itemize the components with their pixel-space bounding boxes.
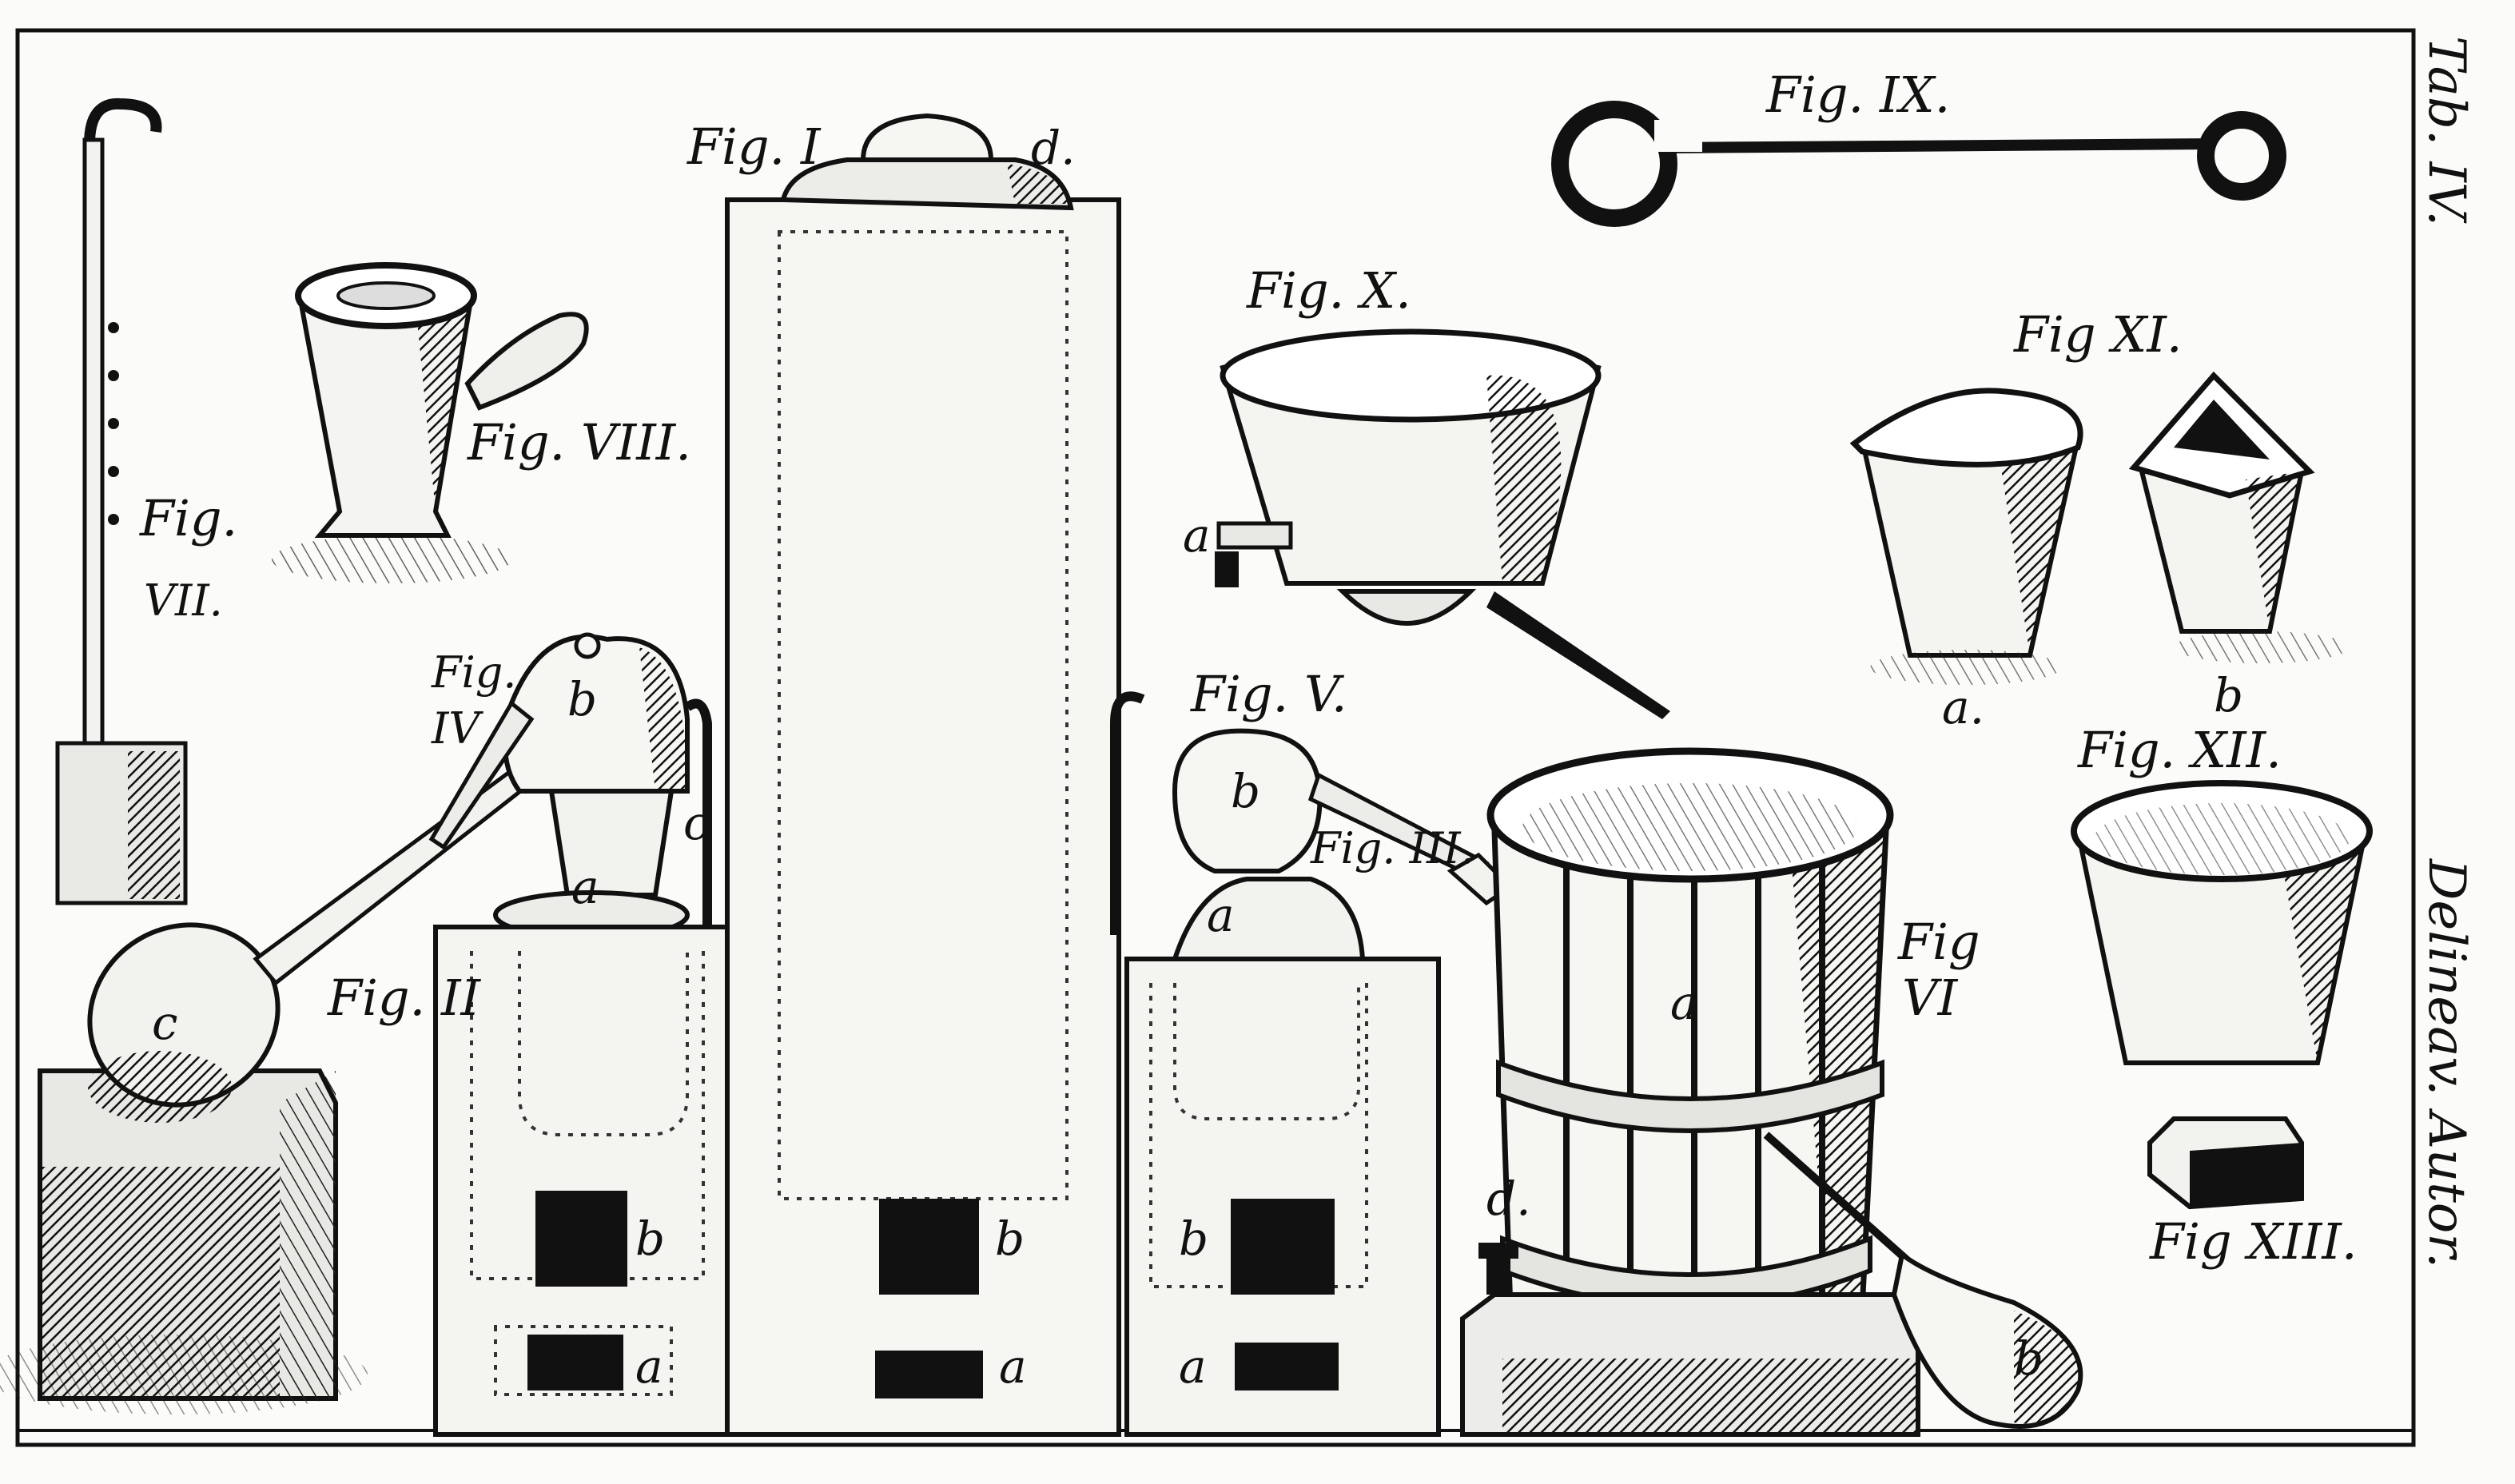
fig5-letter-a-furnace: a (1179, 1339, 1207, 1394)
fig2-retort (87, 732, 575, 1123)
fig11-label: Fig XI. (2013, 305, 2183, 364)
fig6-letter-d: d. (1486, 1172, 1531, 1226)
fig2-furnace-body (433, 925, 730, 1437)
fig10-label: Fig. X. (1246, 261, 1411, 320)
fig2-sand-furnace (0, 1068, 368, 1414)
fig5-letter-b-furnace: b (1179, 1211, 1208, 1266)
fig11-crucible-b (2128, 371, 2350, 663)
fig4-letter-b: b (567, 672, 597, 726)
fig4-bent-tube (684, 698, 712, 951)
tab-label: Tab. IV. (2417, 36, 2476, 226)
fig4-label-line2: IV (431, 703, 484, 754)
fig5-label: Fig. V. (1190, 665, 1347, 723)
fig2-letter-b: b (635, 1211, 665, 1266)
fig6-label-line2: VI (1902, 969, 1959, 1027)
fig8-label: Fig. VIII. (467, 413, 691, 471)
fig1-letter-b: b (995, 1211, 1025, 1266)
fig10-letter-a: a (1183, 508, 1211, 563)
plate-border (15, 28, 2416, 1447)
fig8-crucible (272, 262, 589, 583)
fig1-letter-a: a (999, 1339, 1027, 1394)
fig5-furnace (1124, 957, 1441, 1437)
fig6-tap-d (1478, 1243, 1518, 1295)
fig4-label-line1: Fig. (431, 647, 516, 698)
fig9-hook-rod (1551, 101, 2286, 227)
fig7-label-line2: VII. (144, 575, 223, 626)
fig7-spatula (55, 97, 188, 905)
fig6-flask-b (1763, 1132, 2083, 1429)
fig5-letter-a: a (1207, 888, 1235, 942)
fig10-bowl (1215, 328, 1670, 719)
fig4-letter-c-tube: c (683, 796, 709, 850)
fig6-label-line1: Fig (1897, 913, 1980, 971)
fig5-letter-b: b (1231, 764, 1260, 818)
fig6-stand (1460, 1292, 1920, 1437)
fig4-letter-a: a (571, 860, 599, 914)
fig11-letter-b: b (2214, 668, 2243, 722)
fig2-label: Fig. II (327, 969, 481, 1027)
fig12-label: Fig. XII. (2077, 721, 2282, 779)
fig6-letter-a: a (1670, 976, 1698, 1030)
fig3-label: Fig. III. (1310, 823, 1474, 873)
fig6-barrel (1486, 747, 1894, 1346)
fig6-letter-b: b (2014, 1331, 2043, 1386)
fig5-alembic (1110, 691, 1490, 961)
fig7-label-line1: Fig. (139, 489, 237, 547)
fig4-letter-c-retort: c (152, 996, 177, 1050)
fig11-letter-a: a. (1942, 680, 1984, 734)
fig13-label: Fig XIII. (2149, 1212, 2358, 1271)
fig13-brick (2147, 1116, 2304, 1210)
fig12-pot (2071, 780, 2373, 1065)
fig2-letter-a: a (635, 1339, 663, 1394)
credit-label: Delineav. Autor. (2417, 858, 2476, 1268)
fig1-letter-d: d. (1031, 121, 1076, 175)
fig11-crucible-a (1849, 388, 2083, 685)
fig9-label: Fig. IX. (1765, 66, 1950, 124)
fig1-tower-furnace (725, 113, 1121, 1437)
fig1-label: Fig. I (686, 117, 822, 176)
